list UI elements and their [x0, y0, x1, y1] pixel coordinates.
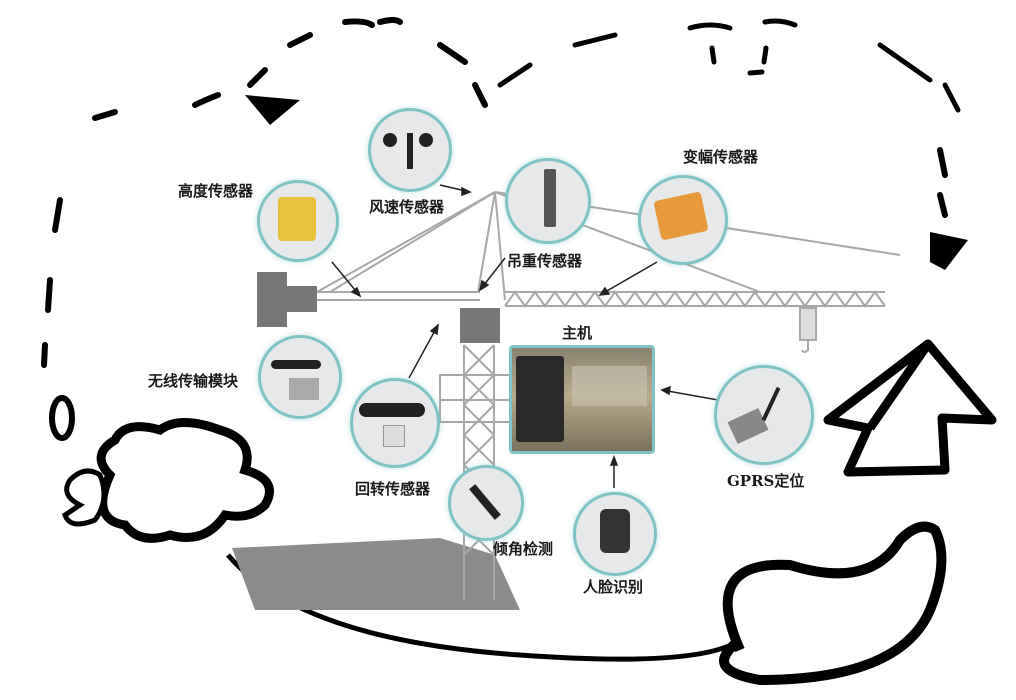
anemometer-icon	[407, 133, 413, 169]
dash	[287, 32, 313, 48]
wind-sensor-label: 风速传感器	[369, 198, 445, 216]
slewing-sensor-bubble	[350, 378, 440, 468]
tilt-sensor-label: 倾角检测	[493, 540, 554, 558]
dash	[437, 42, 468, 65]
load-cell-icon	[544, 169, 556, 227]
gprs-device-icon	[727, 407, 769, 445]
dash	[41, 342, 48, 368]
wireless-module-label: 无线传输模块	[148, 372, 239, 390]
doodle-loop	[719, 521, 947, 686]
dash	[937, 192, 948, 218]
host-box-icon	[516, 356, 564, 442]
slewing-sensor-icon	[383, 425, 405, 447]
doodle-o	[49, 395, 75, 441]
amplitude-sensor-bubble	[638, 175, 728, 265]
height-sensor-bubble	[257, 180, 339, 262]
gprs-bubble	[714, 365, 814, 465]
gprs-label: GPRS定位	[727, 472, 805, 490]
host-label: 主机	[562, 324, 593, 342]
doodle-arrowhead	[245, 95, 300, 125]
face-recognition-bubble	[573, 492, 657, 576]
height-sensor-icon	[278, 197, 316, 241]
dash	[247, 67, 268, 88]
doodle-paper-plane	[823, 339, 997, 477]
wind-sensor-bubble	[368, 108, 452, 192]
tilt-sensor-icon	[469, 484, 501, 520]
wireless-module-bubble	[258, 335, 342, 419]
height-sensor-label: 高度传感器	[178, 182, 254, 200]
dash	[45, 277, 53, 313]
wireless-module-icon	[289, 378, 319, 400]
dash	[937, 147, 948, 178]
load-sensor-label: 吊重传感器	[507, 252, 583, 270]
dash	[377, 17, 403, 25]
doodle-cloud	[96, 418, 274, 543]
building-shape	[232, 538, 520, 610]
face-recognition-device-icon	[600, 509, 630, 553]
dash	[472, 82, 488, 108]
amplitude-sensor-icon	[653, 191, 709, 241]
face-recognition-label: 人脸识别	[583, 578, 644, 596]
amplitude-sensor-label: 变幅传感器	[683, 148, 759, 166]
tilt-sensor-bubble	[448, 465, 524, 541]
cab-window	[572, 366, 647, 406]
dash	[52, 197, 63, 233]
load-sensor-bubble	[505, 158, 591, 244]
dash	[92, 109, 118, 121]
connector-arrows	[331, 184, 719, 488]
slewing-sensor-label: 回转传感器	[355, 480, 431, 498]
doodle-face-marks	[497, 18, 961, 113]
doodle-cloud-small	[62, 468, 107, 527]
doodle-blob	[930, 232, 968, 270]
host-unit-photo	[509, 345, 655, 454]
wireless-antenna-icon	[271, 360, 321, 369]
slewing-cable-icon	[359, 403, 425, 417]
dash	[192, 92, 221, 108]
gprs-antenna-icon	[761, 386, 781, 422]
doodle-dashed-loop	[41, 17, 948, 368]
dash	[342, 18, 375, 28]
